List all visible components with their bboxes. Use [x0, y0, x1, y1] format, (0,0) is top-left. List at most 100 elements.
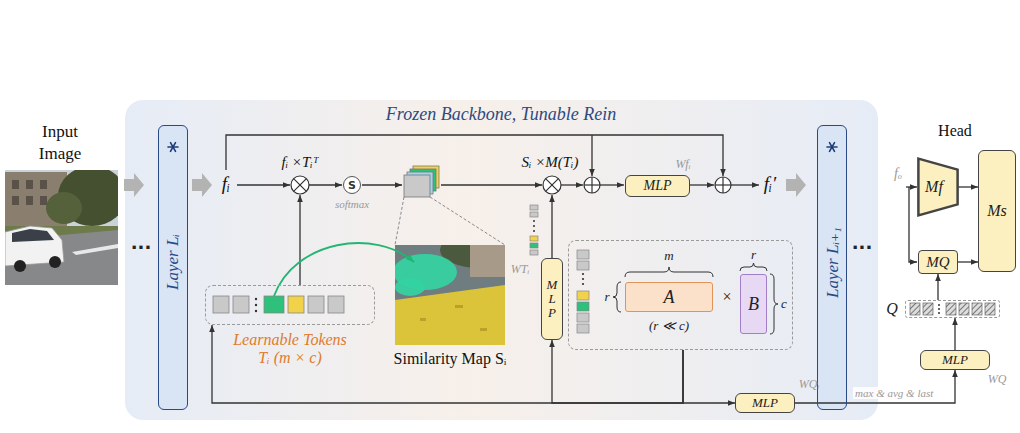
token-strip	[308, 296, 324, 313]
ellipsis-dots	[255, 304, 257, 306]
diagram-label: ×	[722, 288, 731, 306]
flow-chevron	[124, 173, 144, 197]
node-label: MLP	[752, 395, 778, 411]
similarity-map-image	[480, 328, 487, 331]
diagram-label: fₒ	[894, 166, 902, 182]
input-photo	[72, 244, 118, 255]
node-label: MLP	[942, 352, 968, 368]
query-tokens	[906, 301, 999, 317]
similarity-map: Similarity Map Sᵢ	[395, 245, 505, 345]
rein-panel-ground	[125, 100, 878, 420]
node-label: Layer Lᵢ₊₁	[822, 227, 843, 298]
node-label: B	[748, 294, 759, 315]
diagram-label: m	[664, 248, 673, 264]
multiply-operator	[546, 179, 559, 192]
query-token	[972, 303, 982, 315]
node-annotation: WQᵢ	[799, 377, 820, 392]
frozen-backbone-panel: Layer LᵢSsoftmaxMLPWfᵢLayer Lᵢ₊₁Learnabl…	[125, 100, 878, 420]
similarity-stack	[404, 166, 439, 197]
diagram-label: c	[781, 296, 787, 312]
diagram-label: fᵢ	[222, 173, 230, 195]
ellipsis-dot	[938, 304, 940, 306]
input-photo	[12, 180, 19, 189]
multiply-operator	[543, 176, 561, 194]
similarity-map-image	[395, 278, 425, 296]
brace	[770, 274, 778, 334]
input-photo	[26, 180, 33, 189]
node-label: Ms	[987, 202, 1007, 220]
input-photo	[12, 229, 54, 242]
ellipsis-dots	[582, 283, 584, 285]
layer-fill	[158, 125, 847, 410]
wire	[731, 184, 759, 185]
node-label: S	[348, 180, 356, 191]
wire	[909, 187, 917, 262]
connector-arrow	[958, 186, 978, 187]
diagram-label: r	[604, 289, 609, 305]
token-column	[530, 212, 538, 217]
token-strip	[328, 296, 344, 313]
frozen-layer: Layer Lᵢ₊₁	[817, 125, 847, 410]
query-token	[985, 303, 995, 315]
node-label: MLP	[644, 178, 672, 194]
edge-label: max & avg & last	[853, 387, 935, 399]
wire	[237, 184, 290, 185]
leader-line	[430, 197, 505, 245]
token-link-arrow	[274, 243, 414, 296]
node-label: Mf	[925, 178, 943, 196]
similarity-map-image	[455, 305, 463, 308]
connector-arrow	[937, 274, 938, 300]
diagram-label: fᵢ′	[764, 173, 776, 195]
connector-arrow	[212, 325, 683, 403]
wire	[226, 135, 723, 176]
node-label: (r ≪ c)	[649, 318, 689, 334]
diagram-label: Sᵢ ×M(Tᵢ)	[522, 154, 579, 171]
ellipsis-dots	[533, 230, 535, 232]
token-column	[530, 243, 538, 248]
add-operator	[584, 177, 731, 193]
input-photo	[40, 180, 47, 189]
add-operator	[715, 177, 731, 193]
leader-line	[395, 197, 505, 245]
connector-arrow	[795, 370, 955, 403]
input-photo	[49, 256, 61, 268]
token-link-arrow	[274, 243, 414, 296]
token-column	[530, 236, 538, 241]
softmax-operator: Ssoftmax	[343, 176, 361, 194]
diagram-label: ...	[131, 232, 152, 253]
mlp-box: MLPWTᵢ	[541, 258, 563, 340]
matrix-a: A	[625, 282, 713, 312]
ellipsis-dots	[582, 273, 584, 275]
multiply-operator	[294, 179, 307, 192]
query-token	[946, 303, 956, 315]
node-annotation: Wfᵢ	[675, 157, 690, 172]
wire	[362, 184, 402, 185]
multiply-operator	[546, 179, 559, 192]
flow-chevron	[786, 173, 806, 197]
multiply-operator	[294, 179, 307, 192]
token-strip	[233, 296, 249, 313]
input-photo	[26, 196, 33, 205]
ellipsis-dot	[938, 308, 940, 310]
add-operator	[722, 177, 723, 193]
brace	[613, 263, 778, 334]
node-label: Frozen Backbone, Tunable Rein	[386, 104, 616, 125]
query-token	[959, 303, 969, 315]
diagram-label: Head	[938, 122, 972, 140]
feature-encoder: Mf	[918, 158, 958, 216]
add-operator	[591, 177, 592, 193]
input-photo	[40, 196, 47, 205]
snowflake-icon	[168, 143, 837, 152]
token-strip	[264, 296, 284, 313]
token-column	[577, 313, 589, 322]
ellipsis-dots	[255, 298, 257, 300]
token-column	[530, 205, 538, 210]
add-operator	[584, 177, 600, 193]
wire	[906, 186, 917, 187]
input-photo	[5, 170, 118, 285]
wire	[226, 135, 917, 285]
ellipsis-dots	[533, 225, 535, 227]
